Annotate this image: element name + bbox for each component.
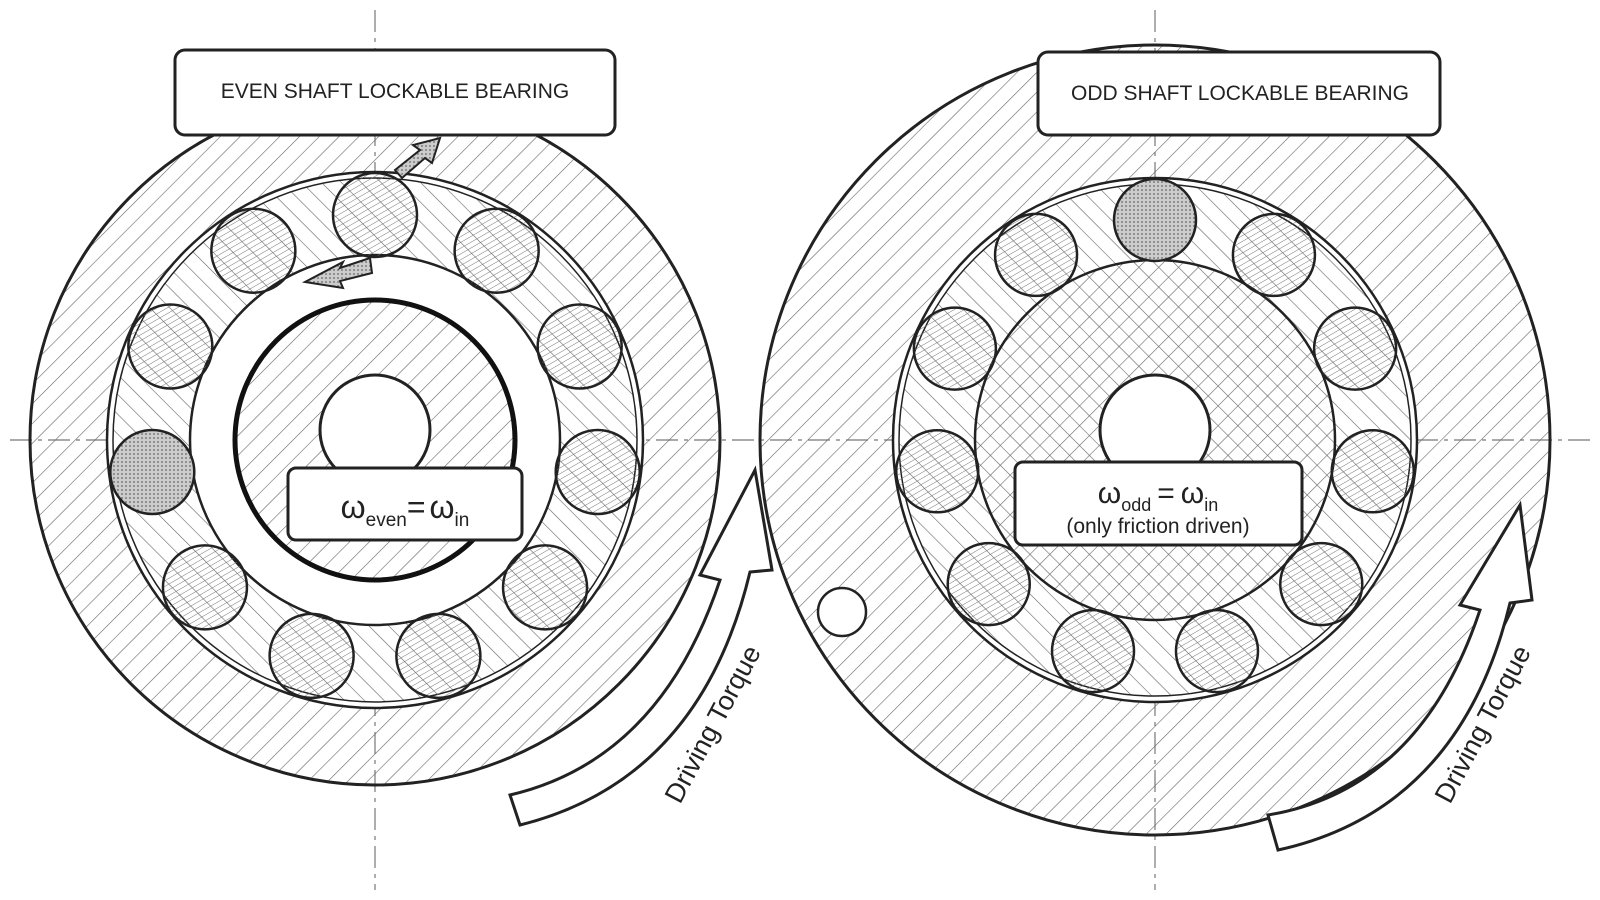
roller — [453, 207, 540, 294]
lock-direction-arrow-icon — [393, 136, 442, 180]
odd-shaft-bearing — [758, 43, 1552, 837]
odd-title-box — [1036, 50, 1442, 137]
roller — [1174, 608, 1260, 694]
odd-rollers — [894, 177, 1416, 694]
even-shaft-bearing — [28, 93, 722, 787]
even-title-box — [173, 48, 617, 137]
roller — [536, 303, 623, 390]
roller — [268, 612, 355, 700]
roller — [210, 207, 297, 294]
odd-title: ODD SHAFT LOCKABLE BEARING — [1071, 82, 1409, 105]
odd-equation: ωodd=ωin — [1098, 477, 1218, 515]
even-equation-box — [286, 466, 524, 542]
roller — [1050, 608, 1136, 694]
roller — [912, 306, 998, 391]
roller — [946, 541, 1031, 627]
odd-gear-hole — [816, 586, 868, 638]
roller — [1231, 212, 1317, 298]
roller — [894, 429, 980, 514]
odd-equation-box — [1013, 460, 1304, 547]
roller — [1312, 306, 1398, 391]
even-equation: ωeven=ωin — [341, 489, 470, 531]
even-title: EVEN SHAFT LOCKABLE BEARING — [221, 80, 570, 103]
roller — [395, 612, 482, 700]
roller — [109, 428, 196, 516]
roller-shift-arrow-icon — [301, 256, 374, 290]
odd-equation-note: (only friction driven) — [1066, 515, 1249, 538]
roller — [554, 428, 641, 516]
roller — [501, 544, 589, 631]
roller — [1330, 429, 1416, 514]
roller — [127, 303, 214, 390]
roller — [1279, 541, 1364, 627]
roller — [161, 544, 249, 631]
right-driving-torque-arrow-icon — [1266, 500, 1534, 852]
even-rollers — [109, 171, 641, 700]
roller — [331, 171, 419, 259]
roller — [993, 212, 1079, 298]
roller — [1112, 177, 1198, 263]
left-driving-torque-arrow-icon — [508, 465, 774, 827]
